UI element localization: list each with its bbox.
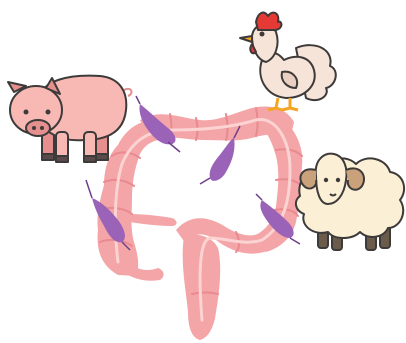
appendix [124, 262, 164, 281]
chicken-icon [240, 13, 336, 110]
colon-tail [130, 214, 177, 226]
pig-icon [8, 76, 131, 162]
sheep-icon [296, 154, 404, 250]
large-intestine-icon [86, 96, 302, 340]
